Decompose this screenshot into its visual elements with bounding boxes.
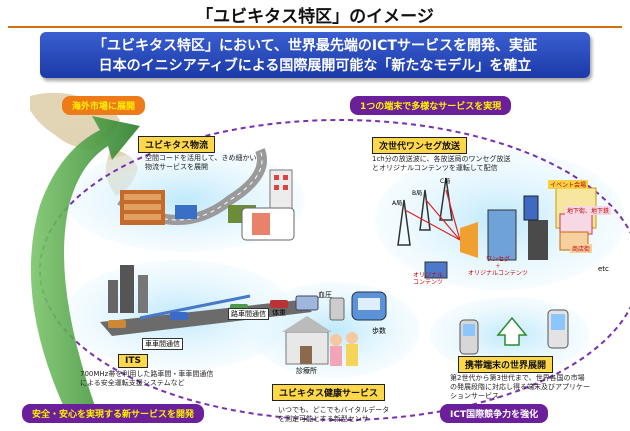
its-label: ITS (118, 354, 148, 368)
blood-pressure-label: 血圧 (318, 291, 332, 299)
oneseg-desc-line-2: とオリジナルコンテンツを運転して配信 (372, 164, 498, 172)
health-desc-line-2: を測定可能とする新型センサ (278, 415, 369, 423)
its-desc-line-2: による安全運転支援システムなど (80, 379, 185, 387)
mobile-desc-line-2: の発展段階に対応し得る端末及びアプリケー (450, 383, 590, 391)
shopping-street-label: 商店街 (570, 244, 593, 253)
its-description: 700MHz帯を利用した路車間・車車間通信 による安全運転支援システムなど (80, 370, 213, 388)
ict-competitiveness-badge: ICT国際競争力を強化 (440, 404, 549, 423)
station-c-label: C局 (440, 178, 451, 185)
station-a-label: A局 (392, 200, 403, 207)
banner-line-1: 「ユビキタス特区」において、世界最先端のICTサービスを開発、実証 (93, 38, 537, 54)
logistics-desc-line-1: 空間コードを活用して、きめ細かい (145, 154, 257, 162)
event-venue-label: イベント会場 (548, 180, 589, 189)
banner-line-2: 日本のイニシアティブによる国際展開可能な「新たなモデル」を確立 (98, 58, 532, 74)
logistics-illustration (117, 148, 295, 241)
mobile-illustration (459, 309, 569, 355)
health-desc-line-1: いつでも、どこでもバイタルデータ (278, 406, 390, 414)
original-content-label: オリジナル コンテンツ (413, 272, 444, 286)
health-description: いつでも、どこでもバイタルデータ を測定可能とする新型センサ (278, 406, 389, 424)
safety-badge: 安全・安心を実現する新サービスを開発 (22, 404, 205, 423)
one-terminal-badge: 1つの端末で多様なサービスを実現 (350, 96, 512, 115)
headline-banner: 「ユビキタス特区」において、世界最先端のICTサービスを開発、実証 日本のイニシ… (40, 32, 590, 78)
health-illustration (282, 291, 387, 366)
logistics-description: 空間コードを活用して、きめ細かい 物流サービスを展開 (145, 154, 256, 172)
logistics-label: ユビキタス物流 (138, 136, 216, 153)
underground-label: 地下街、地下鉄 (565, 206, 612, 215)
station-b-label: B局 (412, 190, 423, 197)
oneseg-label: 次世代ワンセグ放送 (372, 137, 468, 154)
logistics-desc-line-2: 物流サービスを展開 (145, 163, 208, 171)
mobile-desc-line-1: 第2世代から第3世代まで、世界各国の市場 (450, 374, 585, 382)
oneseg-plus-label: ワンセグ ＋ オリジナルコンテンツ (468, 256, 528, 277)
oneseg-desc-line-1: 1ch分の放送波に、各放送局のワンセグ放送 (372, 155, 511, 163)
orbit-ring (39, 119, 630, 421)
oneseg-description: 1ch分の放送波に、各放送局のワンセグ放送 とオリジナルコンテンツを運転して配信 (372, 155, 511, 173)
overseas-market-badge: 海外市場に展開 (62, 96, 146, 115)
its-desc-line-1: 700MHz帯を利用した路車間・車車間通信 (80, 370, 214, 378)
weight-label: 体重 (272, 309, 286, 317)
broadcast-illustration (397, 177, 597, 279)
mobile-label: 携帯端末の世界展開 (458, 356, 554, 373)
vehicle-vehicle-comm-label: 車車間通信 (142, 338, 183, 350)
mobile-description: 第2世代から第3世代まで、世界各国の市場 の発展段階に対応し得る端末及びアプリケ… (450, 374, 590, 401)
title-underline (8, 26, 622, 28)
expansion-arrow (30, 116, 140, 420)
steps-label: 歩数 (372, 327, 386, 335)
mobile-desc-line-3: ションサービス (450, 392, 499, 400)
health-label: ユビキタス健康サービス (272, 384, 386, 401)
page-title: 「ユビキタス特区」のイメージ (196, 7, 434, 27)
etc-label: etc (598, 265, 609, 273)
clinic-label: 診療所 (296, 367, 317, 375)
road-vehicle-comm-label: 路車間通信 (228, 308, 269, 320)
